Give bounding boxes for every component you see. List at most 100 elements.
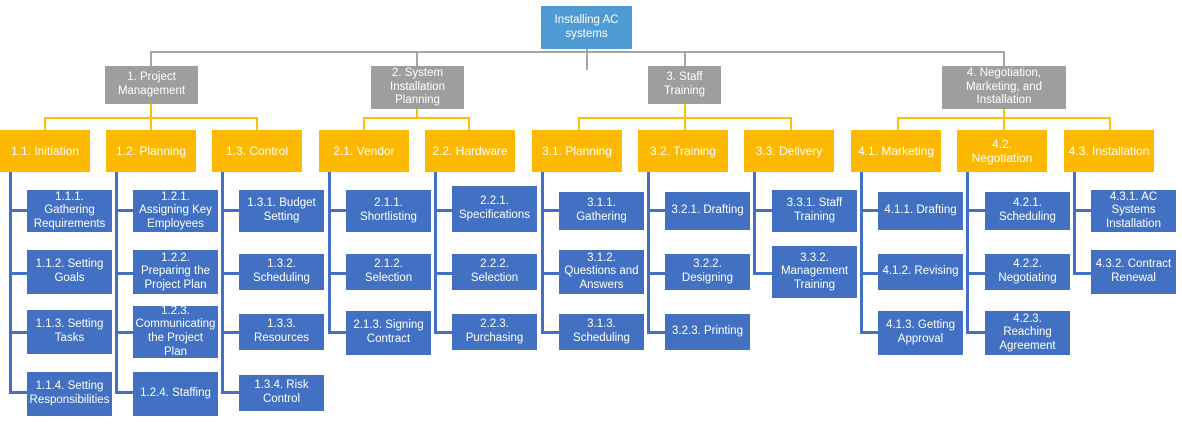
node-leaf-c10-3[interactable]: 4.2.3. Reaching Agreement bbox=[985, 311, 1070, 355]
connector-g1-drop-3 bbox=[256, 117, 258, 131]
node-leaf-c3-3[interactable]: 1.3.3. Resources bbox=[239, 314, 324, 350]
node-leaf-c1-3[interactable]: 1.1.3. Setting Tasks bbox=[27, 310, 112, 354]
node-level2-4-label: 4. Negotiation, Marketing, and Installat… bbox=[965, 67, 1043, 107]
connector-c4-stub-3 bbox=[328, 331, 347, 334]
node-leaf-c4-2[interactable]: 2.1.2. Selection bbox=[346, 254, 431, 290]
connector-c3-stub-4 bbox=[221, 391, 240, 394]
node-leaf-c4-1-label: 2.1.1. Shortlisting bbox=[360, 197, 417, 223]
node-leaf-c5-2-label: 2.2.2. Selection bbox=[470, 258, 519, 284]
node-leaf-c9-3[interactable]: 4.1.3. Getting Approval bbox=[878, 311, 963, 355]
node-leaf-c6-2[interactable]: 3.1.2. Questions and Answers bbox=[559, 250, 644, 294]
connector-c8-stub-2 bbox=[753, 272, 772, 275]
node-level2-3[interactable]: 3. Staff Training bbox=[648, 66, 721, 104]
node-level3-2-2[interactable]: 2.2. Hardware bbox=[425, 130, 515, 172]
node-leaf-c11-1[interactable]: 4.3.1. AC Systems Installation bbox=[1091, 190, 1176, 232]
node-root[interactable]: Installing AC systems bbox=[541, 6, 632, 49]
node-level3-4-2[interactable]: 4.2. Negotiation bbox=[957, 130, 1047, 172]
node-level3-3-2-label: 3.2. Training bbox=[649, 143, 717, 158]
connector-c2-trunk bbox=[115, 172, 118, 393]
node-level3-4-3[interactable]: 4.3. Installation bbox=[1064, 130, 1154, 172]
node-leaf-c6-3-label: 3.1.3. Scheduling bbox=[573, 318, 630, 344]
connector-c4-stub-2 bbox=[328, 272, 347, 275]
node-leaf-c8-1-label: 3.3.1. Staff Training bbox=[786, 197, 843, 223]
node-leaf-c3-2[interactable]: 1.3.2. Scheduling bbox=[239, 254, 324, 290]
node-leaf-c10-1[interactable]: 4.2.1. Scheduling bbox=[985, 192, 1070, 230]
connector-c1-stub-1 bbox=[9, 209, 28, 212]
connector-c11-stub-2 bbox=[1073, 272, 1092, 275]
node-leaf-c11-2-label: 4.3.2. Contract Renewal bbox=[1095, 258, 1172, 284]
node-leaf-c6-3[interactable]: 3.1.3. Scheduling bbox=[559, 314, 644, 350]
node-leaf-c2-4[interactable]: 1.2.4. Staffing bbox=[133, 372, 218, 416]
connector-c7-stub-3 bbox=[647, 331, 666, 334]
connector-c2-stub-3 bbox=[115, 331, 134, 334]
node-level3-4-1[interactable]: 4.1. Marketing bbox=[851, 130, 941, 172]
node-leaf-c8-1[interactable]: 3.3.1. Staff Training bbox=[772, 190, 857, 232]
node-leaf-c9-1-label: 4.1.1. Drafting bbox=[884, 204, 957, 217]
node-level3-1-1[interactable]: 1.1. Initiation bbox=[0, 130, 90, 172]
node-leaf-c3-1[interactable]: 1.3.1. Budget Setting bbox=[239, 190, 324, 232]
node-level2-1-label: 1. Project Management bbox=[117, 71, 186, 97]
connector-g1-drop-2 bbox=[150, 117, 152, 131]
node-level3-3-1[interactable]: 3.1. Planning bbox=[532, 130, 622, 172]
connector-c3-stub-2 bbox=[221, 272, 240, 275]
connector-g2-stem bbox=[416, 104, 418, 118]
node-leaf-c10-1-label: 4.2.1. Scheduling bbox=[999, 197, 1056, 223]
node-leaf-c5-3-label: 2.2.3. Purchasing bbox=[465, 318, 524, 344]
node-leaf-c1-2[interactable]: 1.1.2. Setting Goals bbox=[27, 250, 112, 294]
connector-g2-drop-1 bbox=[363, 117, 365, 131]
node-leaf-c5-3[interactable]: 2.2.3. Purchasing bbox=[452, 314, 537, 350]
node-leaf-c2-3-label: 1.2.3. Communicating the Project Plan bbox=[135, 304, 216, 358]
node-level2-3-label: 3. Staff Training bbox=[663, 71, 706, 97]
node-leaf-c7-2[interactable]: 3.2.2. Designing bbox=[665, 254, 750, 290]
node-level3-1-2[interactable]: 1.2. Planning bbox=[106, 130, 196, 172]
node-leaf-c8-2[interactable]: 3.3.2. Management Training bbox=[772, 246, 857, 298]
node-leaf-c3-1-label: 1.3.1. Budget Setting bbox=[247, 197, 316, 223]
node-leaf-c7-3[interactable]: 3.2.3. Printing bbox=[665, 314, 750, 350]
node-leaf-c2-3[interactable]: 1.2.3. Communicating the Project Plan bbox=[133, 304, 218, 358]
node-leaf-c5-2[interactable]: 2.2.2. Selection bbox=[452, 254, 537, 290]
node-leaf-c9-2-label: 4.1.2. Revising bbox=[882, 265, 959, 278]
connector-c1-stub-2 bbox=[9, 272, 28, 275]
node-level3-1-1-label: 1.1. Initiation bbox=[10, 143, 80, 158]
node-leaf-c6-1-label: 3.1.1. Gathering bbox=[576, 197, 627, 223]
node-leaf-c5-1[interactable]: 2.2.1. Specifications bbox=[452, 186, 537, 232]
node-level3-2-1[interactable]: 2.1. Vendor bbox=[319, 130, 409, 172]
connector-c1-trunk bbox=[9, 172, 12, 393]
node-leaf-c2-2[interactable]: 1.2.2. Preparing the Project Plan bbox=[133, 250, 218, 294]
node-leaf-c1-4[interactable]: 1.1.4. Setting Responsibilities bbox=[27, 372, 112, 416]
node-leaf-c11-2[interactable]: 4.3.2. Contract Renewal bbox=[1091, 250, 1176, 294]
node-level2-1[interactable]: 1. Project Management bbox=[105, 66, 198, 104]
node-leaf-c10-2[interactable]: 4.2.2. Negotiating bbox=[985, 254, 1070, 290]
node-leaf-c1-1[interactable]: 1.1.1. Gathering Requirements bbox=[27, 190, 112, 232]
node-leaf-c11-1-label: 4.3.1. AC Systems Installation bbox=[1106, 190, 1161, 230]
connector-g3-stem bbox=[684, 104, 686, 118]
node-level3-3-3[interactable]: 3.3. Delivery bbox=[744, 130, 834, 172]
node-level3-4-3-label: 4.3. Installation bbox=[1068, 143, 1150, 158]
node-leaf-c9-1[interactable]: 4.1.1. Drafting bbox=[878, 192, 963, 230]
connector-g3-drop-1 bbox=[578, 117, 580, 131]
connector-c5-stub-3 bbox=[434, 331, 453, 334]
node-level3-3-2[interactable]: 3.2. Training bbox=[638, 130, 728, 172]
node-leaf-c6-1[interactable]: 3.1.1. Gathering bbox=[559, 192, 644, 230]
connector-c11-stub-1 bbox=[1073, 209, 1092, 212]
node-leaf-c3-4[interactable]: 1.3.4. Risk Control bbox=[239, 375, 324, 411]
connector-c9-stub-3 bbox=[860, 331, 879, 334]
connector-c2-stub-4 bbox=[115, 391, 134, 394]
node-level2-2[interactable]: 2. System Installation Planning bbox=[371, 66, 464, 109]
connector-c1-stub-3 bbox=[9, 331, 28, 334]
node-leaf-c9-2[interactable]: 4.1.2. Revising bbox=[878, 254, 963, 290]
connector-g2-bus bbox=[363, 117, 470, 119]
node-leaf-c2-1[interactable]: 1.2.1. Assigning Key Employees bbox=[133, 190, 218, 232]
connector-c6-stub-1 bbox=[541, 209, 560, 212]
node-leaf-c10-3-label: 4.2.3. Reaching Agreement bbox=[999, 312, 1056, 352]
node-leaf-c4-3-label: 2.1.3. Signing Contract bbox=[353, 319, 424, 345]
node-leaf-c7-1[interactable]: 3.2.1. Drafting bbox=[665, 192, 750, 230]
node-leaf-c4-3[interactable]: 2.1.3. Signing Contract bbox=[346, 311, 431, 355]
node-level2-4[interactable]: 4. Negotiation, Marketing, and Installat… bbox=[942, 66, 1066, 109]
connector-c10-stub-1 bbox=[966, 209, 985, 212]
node-leaf-c4-2-label: 2.1.2. Selection bbox=[364, 258, 413, 284]
connector-c10-stub-2 bbox=[966, 272, 985, 275]
node-leaf-c1-3-label: 1.1.3. Setting Tasks bbox=[35, 318, 104, 344]
node-level3-1-3[interactable]: 1.3. Control bbox=[212, 130, 302, 172]
node-leaf-c4-1[interactable]: 2.1.1. Shortlisting bbox=[346, 190, 431, 232]
